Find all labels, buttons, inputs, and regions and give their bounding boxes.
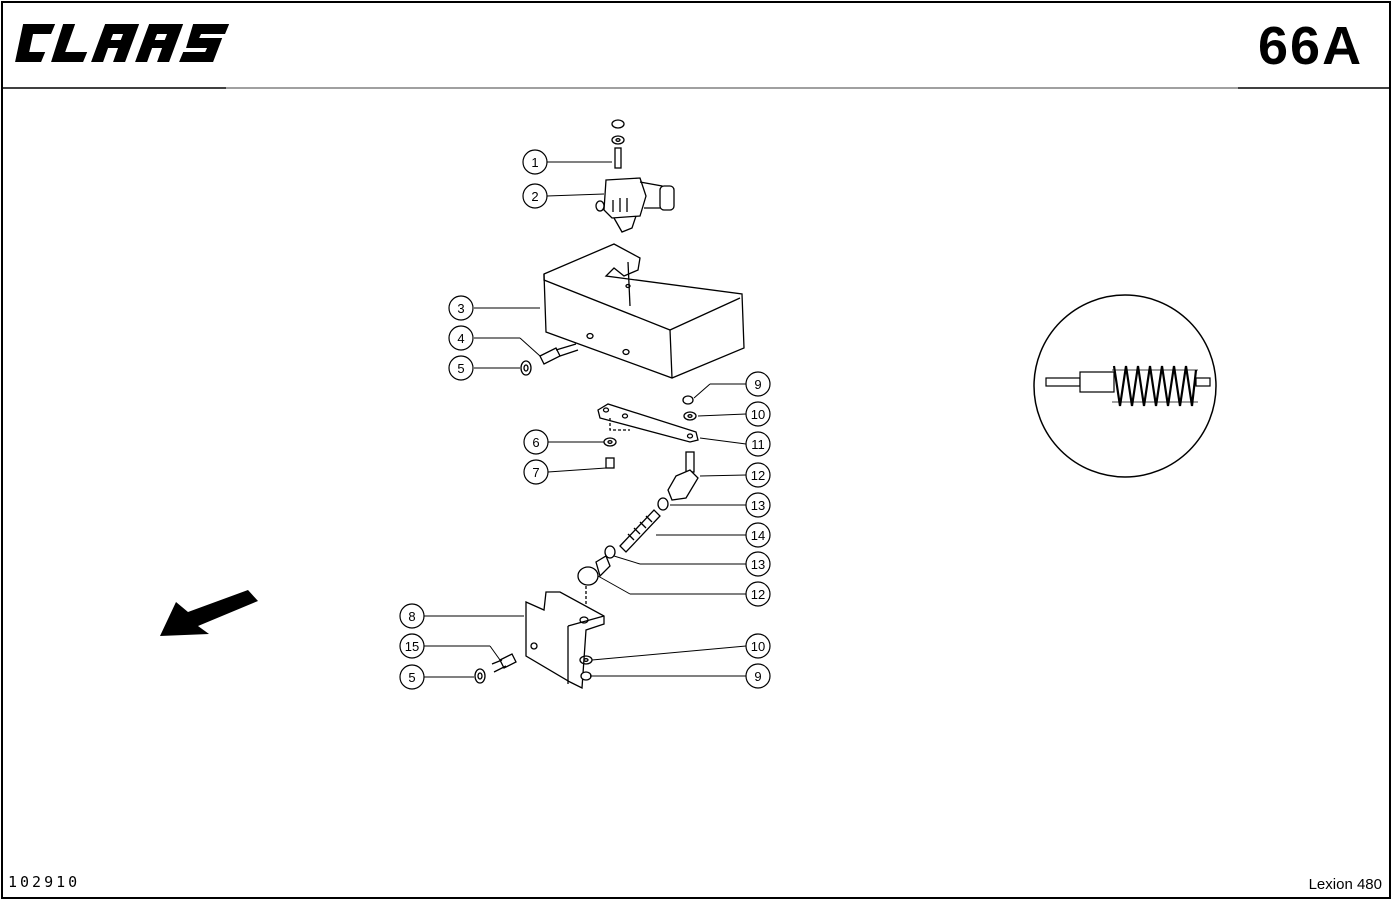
callout-6: 6	[523, 429, 549, 455]
callout-2: 2	[522, 183, 548, 209]
callout-13-top: 13	[745, 492, 771, 518]
spring-detail-icon	[1033, 294, 1217, 478]
model-name: Lexion 480	[1308, 876, 1382, 893]
callout-9-bottom: 9	[745, 663, 771, 689]
callout-11: 11	[745, 431, 771, 457]
callout-10-bottom: 10	[745, 633, 771, 659]
callout-label: 5	[457, 361, 464, 376]
callout-label: 1	[531, 155, 538, 170]
callout-14: 14	[745, 522, 771, 548]
callout-10-top: 10	[745, 401, 771, 427]
callout-12-top: 12	[745, 462, 771, 488]
callout-label: 11	[751, 437, 765, 452]
callout-label: 7	[532, 465, 539, 480]
callout-1: 1	[522, 149, 548, 175]
callout-label: 5	[408, 670, 415, 685]
callout-label: 9	[754, 377, 761, 392]
direction-arrow-icon	[160, 590, 258, 636]
callout-label: 9	[754, 669, 761, 684]
callout-label: 6	[532, 435, 539, 450]
callout-label: 10	[751, 639, 765, 654]
callout-label: 12	[751, 468, 765, 483]
document-code: 102910	[8, 873, 81, 891]
callout-label: 2	[531, 189, 538, 204]
callout-9-top: 9	[745, 371, 771, 397]
callout-5-bottom: 5	[399, 664, 425, 690]
callout-label: 13	[751, 498, 765, 513]
callout-12-bottom: 12	[745, 581, 771, 607]
callout-label: 14	[751, 528, 765, 543]
page-number: 66A	[1258, 16, 1364, 76]
callout-5-top: 5	[448, 355, 474, 381]
callout-7: 7	[523, 459, 549, 485]
callout-label: 13	[751, 557, 765, 572]
callout-8: 8	[399, 603, 425, 629]
parts-illustration	[474, 119, 745, 690]
callout-13-bottom: 13	[745, 551, 771, 577]
callout-label: 15	[405, 639, 419, 654]
callout-label: 3	[457, 301, 464, 316]
callout-label: 10	[751, 407, 765, 422]
leader-lines	[424, 161, 747, 678]
callout-label: 12	[751, 587, 765, 602]
callouts: 1 2 3 4 5 6 7 9 10 11 12 13 14 13 12 8 1…	[399, 149, 771, 690]
claas-logo	[15, 24, 230, 62]
callout-15: 15	[399, 633, 425, 659]
callout-label: 4	[457, 331, 464, 346]
callout-label: 8	[408, 609, 415, 624]
callout-4: 4	[448, 325, 474, 351]
callout-3: 3	[448, 295, 474, 321]
